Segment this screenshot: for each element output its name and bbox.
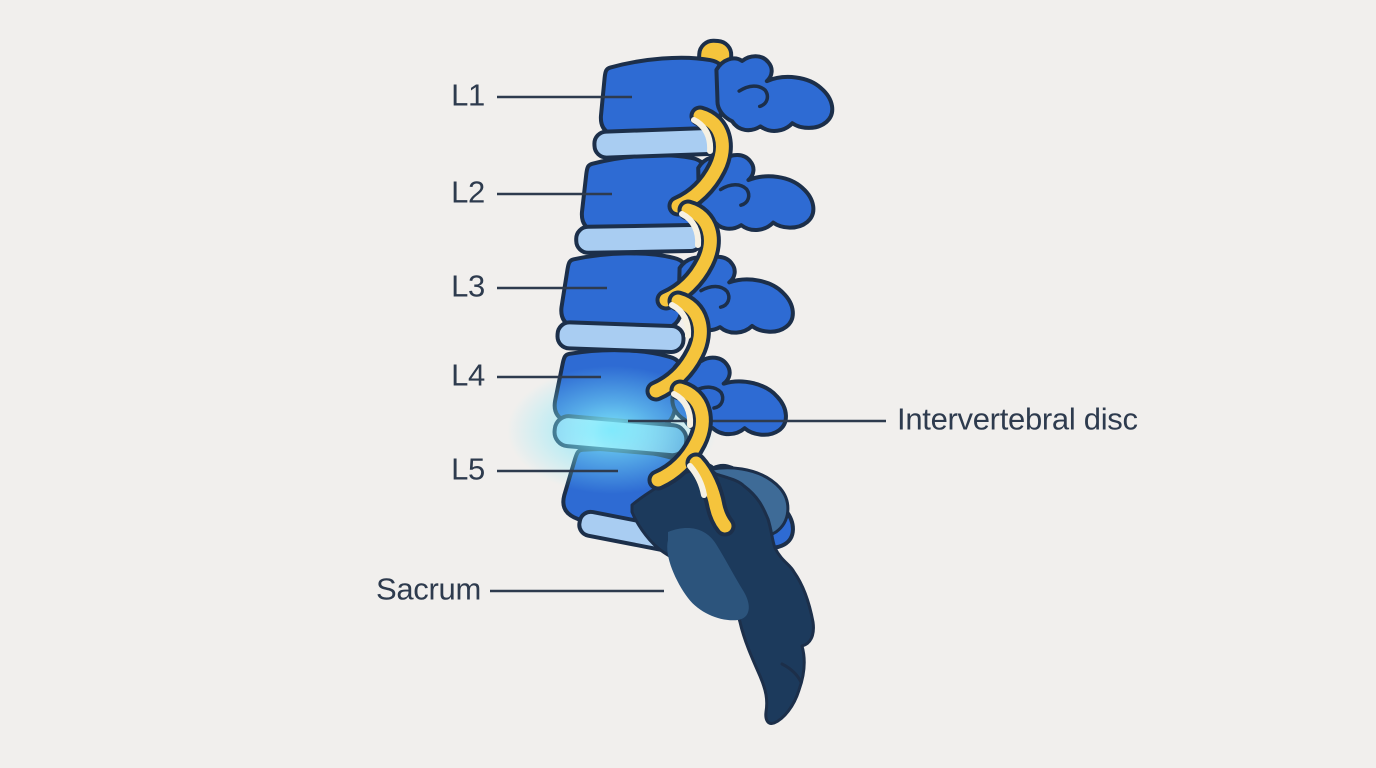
coccyx-segment-line	[780, 662, 803, 684]
label-l1: L1	[451, 77, 485, 113]
disc-l1-l2	[592, 126, 723, 160]
disc-l2-l3	[574, 223, 705, 255]
label-l2: L2	[451, 174, 485, 210]
label-l3: L3	[451, 268, 485, 304]
label-sacrum: Sacrum	[375, 571, 481, 607]
label-l4: L4	[451, 357, 485, 393]
disc-l3-l4	[555, 320, 686, 354]
nerve-root-5	[685, 452, 736, 537]
label-intervertebral-disc: Intervertebral disc	[897, 401, 1138, 437]
sacrum-inner-region	[667, 528, 749, 621]
label-l5: L5	[451, 451, 485, 487]
